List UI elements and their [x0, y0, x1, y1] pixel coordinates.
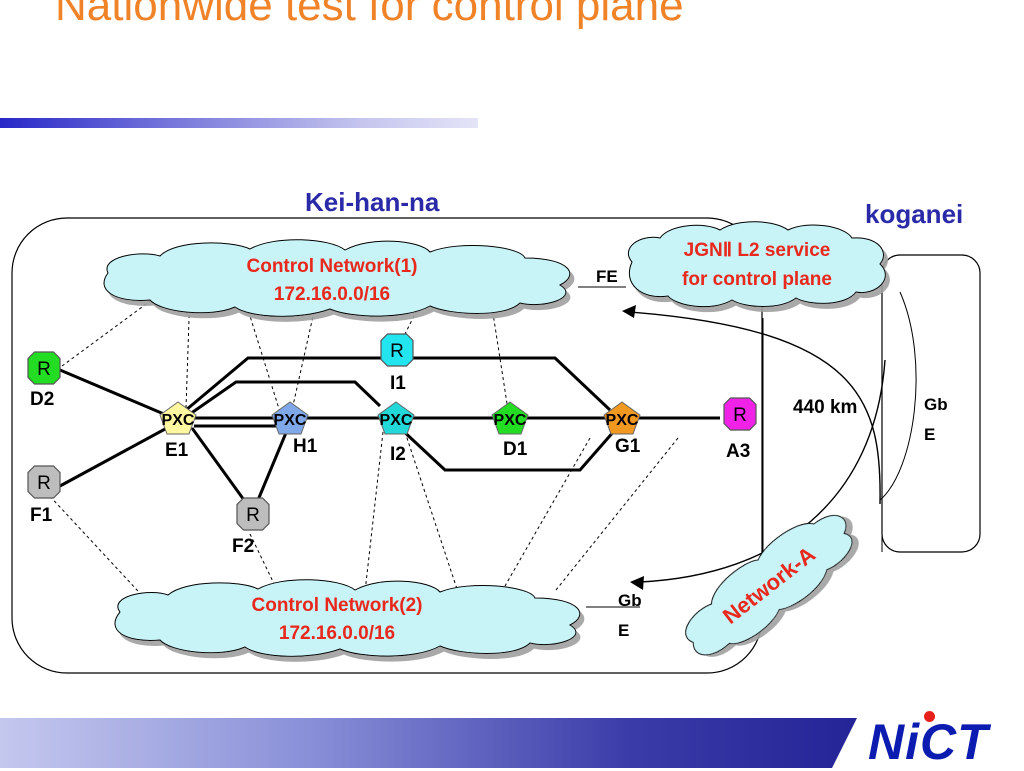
- router-d2-symbol: R: [37, 359, 51, 380]
- control-network-1-subnet: 172.16.0.0/16: [274, 284, 390, 305]
- router-a3-symbol: R: [733, 405, 747, 426]
- title-underline: [0, 118, 478, 128]
- pxc-i2-symbol: PXC: [380, 412, 413, 429]
- nict-logo-dot: [924, 711, 935, 722]
- control-network-2-cloud: [114, 579, 581, 657]
- signal-arrows: [629, 311, 886, 583]
- router-f1: R F1: [27, 465, 61, 526]
- router-i1-symbol: R: [390, 341, 404, 362]
- fe-link-label: FE: [596, 267, 618, 286]
- router-f1-symbol: R: [37, 473, 51, 494]
- router-a3: R A3: [723, 397, 757, 462]
- pxc-e1: PXC E1: [159, 401, 197, 461]
- pxc-g1-shape: [603, 401, 641, 435]
- keihanna-region-box: [11, 217, 763, 674]
- router-f2-shape: [236, 497, 270, 531]
- jgn-service-subtitle: for control plane: [682, 269, 832, 290]
- pxc-d1-symbol: PXC: [494, 412, 527, 429]
- pxc-e1-symbol: PXC: [162, 412, 195, 429]
- koganei-label: koganei: [865, 199, 963, 229]
- gbe-link-label-top: Gb: [618, 591, 642, 610]
- nict-logo: NiCT: [868, 714, 989, 770]
- router-f1-label: F1: [30, 505, 53, 526]
- koganei-gbe-label-top: Gb: [924, 395, 948, 414]
- router-i1: R I1: [380, 333, 414, 394]
- control-network-1-title: Control Network(1): [247, 256, 418, 277]
- pxc-h1-symbol: PXC: [274, 412, 307, 429]
- network-a-cloud: Network-A: [685, 514, 853, 656]
- control-network-1-cloud: [103, 239, 571, 317]
- pxc-i2-label: I2: [390, 444, 406, 465]
- pxc-d1-shape: [491, 401, 529, 435]
- pxc-d1-label: D1: [503, 439, 528, 460]
- distance-label: 440 km: [793, 397, 857, 418]
- jgn-service-title: JGNⅡ L2 service: [684, 240, 831, 261]
- pxc-h1: PXC H1: [271, 401, 318, 457]
- dashed-control-links: [45, 284, 679, 605]
- slide-title: Nationwide test for control plane: [55, 0, 684, 30]
- router-d2-label: D2: [30, 389, 54, 410]
- arrow-head-gbe: [630, 576, 644, 590]
- pxc-g1-label: G1: [615, 436, 641, 457]
- gbe-link-label-bottom: E: [618, 621, 629, 640]
- jgn-cloud: [628, 221, 886, 308]
- router-f2-symbol: R: [246, 505, 260, 526]
- router-f1-shape: [27, 465, 61, 499]
- thin-links: [578, 286, 917, 608]
- koganei-gbe-label-bottom: E: [924, 425, 935, 444]
- pxc-nodes: PXC E1 PXC H1 PXC I2 PXC D1 PXC G1: [159, 401, 641, 465]
- pxc-g1-symbol: PXC: [606, 412, 639, 429]
- control-network-2-subnet: 172.16.0.0/16: [279, 623, 395, 644]
- router-d2-shape: [27, 351, 61, 385]
- router-d2: R D2: [27, 351, 61, 410]
- pxc-h1-shape: [271, 401, 309, 435]
- pxc-e1-shape: [159, 401, 197, 435]
- arrow-head-fe: [622, 305, 636, 318]
- pxc-h1-label: H1: [293, 436, 318, 457]
- pxc-i2-shape: [377, 401, 415, 435]
- pxc-d1: PXC D1: [491, 401, 529, 460]
- router-i1-shape: [380, 333, 414, 367]
- router-a3-label: A3: [726, 441, 750, 462]
- keihanna-label: Kei-han-na: [305, 187, 440, 217]
- router-a3-shape: [723, 397, 757, 431]
- router-f2: R F2: [232, 497, 270, 557]
- pxc-i2: PXC I2: [377, 401, 415, 465]
- router-i1-label: I1: [390, 373, 406, 394]
- router-f2-label: F2: [232, 536, 254, 557]
- pxc-g1: PXC G1: [603, 401, 641, 457]
- control-network-2-title: Control Network(2): [252, 595, 423, 616]
- pxc-e1-label: E1: [165, 440, 189, 461]
